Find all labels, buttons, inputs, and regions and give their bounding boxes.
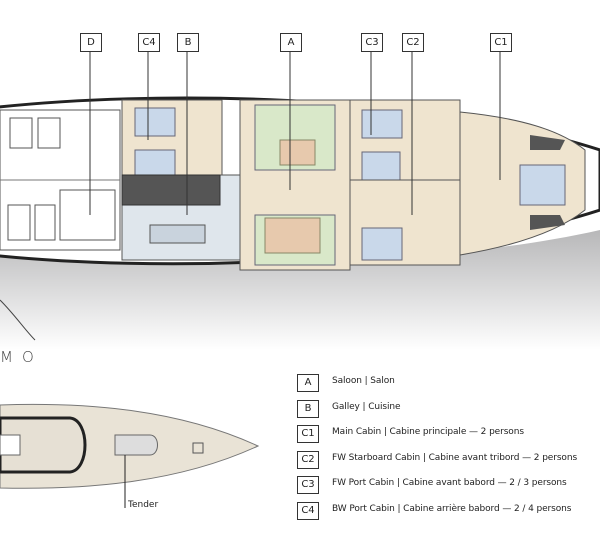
leader-lines xyxy=(89,51,501,215)
legend-code: A xyxy=(297,374,319,392)
legend-code: C3 xyxy=(297,476,319,494)
legend-code: B xyxy=(297,399,319,418)
tender-label: Tender xyxy=(128,500,159,510)
legend-text: BW Port Cabin | Cabine arrière babord — … xyxy=(332,503,572,514)
label-a: A xyxy=(280,33,302,52)
logo-swoosh xyxy=(0,299,36,341)
legend-text: FW Port Cabin | Cabine avant babord — 2 … xyxy=(332,478,567,488)
legend-code: C2 xyxy=(297,450,319,469)
legend-text: Main Cabin | Cabine principale — 2 perso… xyxy=(332,427,524,437)
legend-text: Galley | Cuisine xyxy=(332,401,401,412)
legend-code: C4 xyxy=(297,501,319,520)
label-c4: C4 xyxy=(138,33,160,52)
legend-text: Saloon | Salon xyxy=(332,376,395,386)
legend-code: C1 xyxy=(297,425,319,443)
label-c1: C1 xyxy=(490,33,512,52)
label-d: D xyxy=(80,33,102,52)
label-c2: C2 xyxy=(402,33,424,52)
logo-text: MO xyxy=(0,348,43,366)
legend-text: FW Starboard Cabin | Cabine avant tribor… xyxy=(332,452,578,463)
label-b: B xyxy=(177,33,199,52)
label-c3: C3 xyxy=(361,33,383,52)
